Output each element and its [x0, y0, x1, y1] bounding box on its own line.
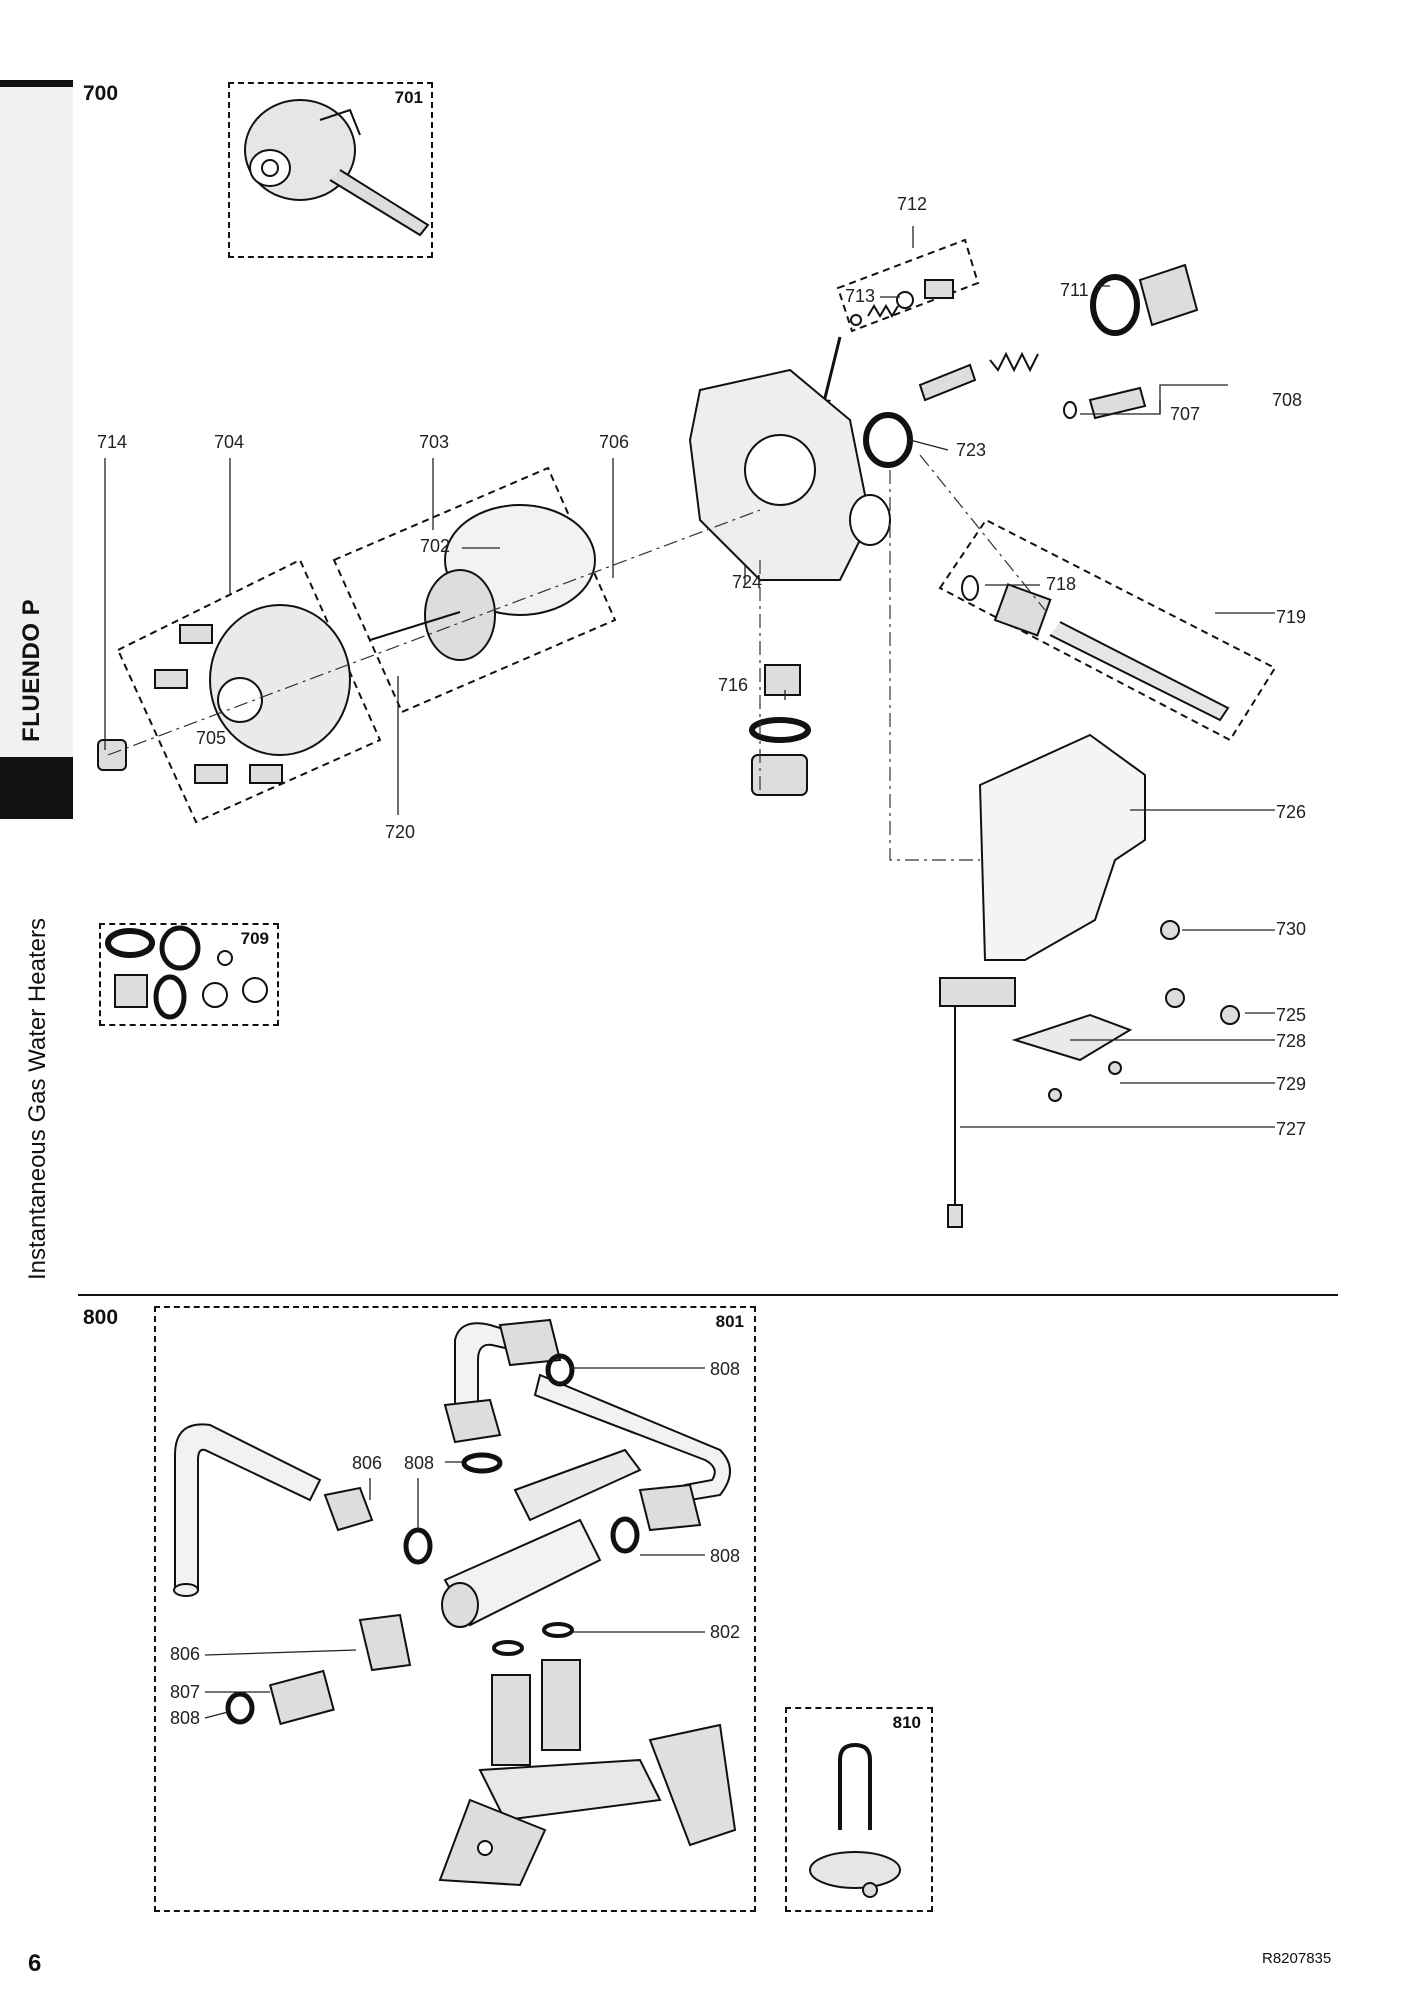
- box-701-label: 701: [394, 88, 423, 107]
- callout-807: 807: [170, 1682, 201, 1702]
- box-709-label: 709: [240, 929, 269, 948]
- section-700-number: 700: [83, 82, 119, 105]
- callout-725: 725: [1276, 1005, 1307, 1025]
- callout-808-upper-left: 808: [404, 1453, 435, 1473]
- callout-704: 704: [214, 432, 245, 452]
- callout-719: 719: [1276, 607, 1307, 627]
- callout-808-lower: 808: [170, 1708, 201, 1728]
- callout-702: 702: [420, 536, 451, 556]
- callout-730: 730: [1276, 919, 1307, 939]
- section-800-number: 800: [83, 1306, 119, 1329]
- callout-808-top: 808: [710, 1359, 741, 1379]
- callout-808-right: 808: [710, 1546, 741, 1566]
- callout-728: 728: [1276, 1031, 1307, 1051]
- sidebar-marker: [0, 757, 73, 819]
- callout-705: 705: [196, 728, 227, 748]
- callout-806-top: 806: [352, 1453, 383, 1473]
- document-code: R8207835: [1262, 1950, 1332, 1967]
- callout-726: 726: [1276, 802, 1307, 822]
- box-801: 801: [154, 1306, 756, 1912]
- callout-703: 703: [419, 432, 450, 452]
- callout-708: 708: [1272, 390, 1303, 410]
- box-704: [116, 558, 382, 824]
- box-810-label: 810: [892, 1713, 921, 1732]
- box-801-label: 801: [715, 1312, 744, 1331]
- box-701: 701: [228, 82, 433, 258]
- callout-712: 712: [897, 194, 928, 214]
- sidebar-panel: [0, 87, 73, 757]
- callout-713: 713: [845, 286, 876, 306]
- box-709: 709: [99, 923, 279, 1026]
- callout-802: 802: [710, 1622, 741, 1642]
- callout-724: 724: [732, 572, 763, 592]
- callout-720: 720: [385, 822, 416, 842]
- callout-727: 727: [1276, 1119, 1307, 1139]
- callout-729: 729: [1276, 1074, 1307, 1094]
- page-number: 6: [28, 1950, 42, 1977]
- callout-706: 706: [599, 432, 630, 452]
- box-703: [332, 466, 617, 714]
- box-719: [938, 518, 1277, 742]
- box-810: 810: [785, 1707, 933, 1912]
- callout-718: 718: [1046, 574, 1077, 594]
- callout-711: 711: [1060, 280, 1089, 300]
- callout-806-lower: 806: [170, 1644, 201, 1664]
- callout-716: 716: [718, 675, 749, 695]
- callout-707: 707: [1170, 404, 1201, 424]
- callout-714: 714: [97, 432, 128, 452]
- section-divider: [78, 1294, 1338, 1296]
- sidebar-top-rule: [0, 80, 73, 87]
- valve-assembly-701-drawing: [244, 99, 430, 237]
- box-712: [836, 238, 980, 333]
- callout-723: 723: [956, 440, 987, 460]
